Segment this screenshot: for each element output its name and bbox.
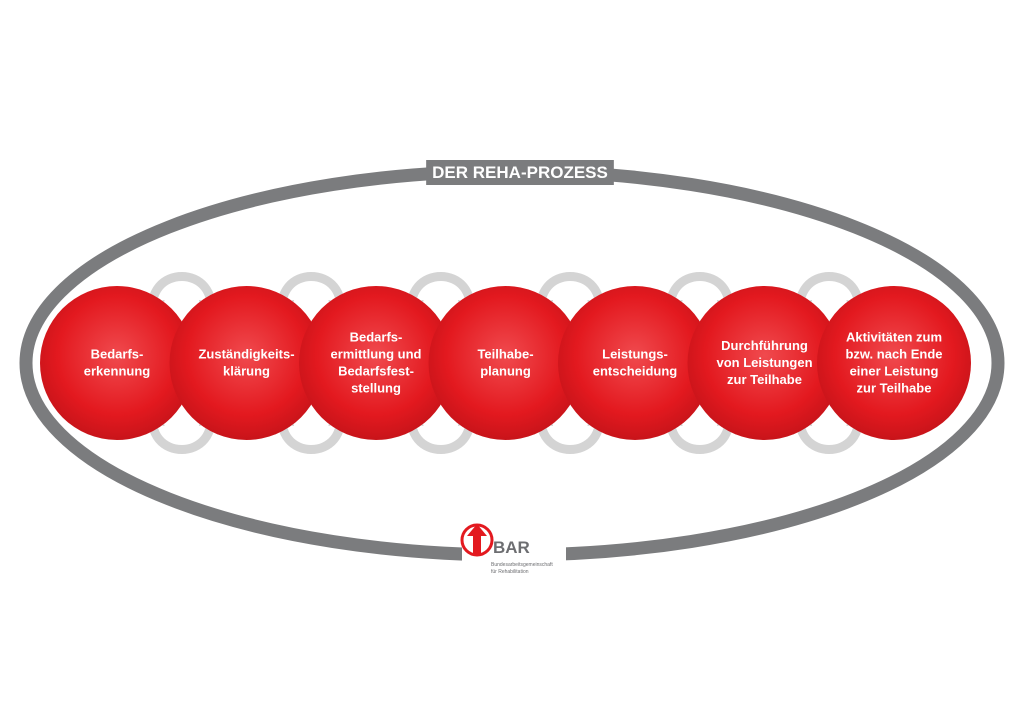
bar-logo-name: BAR: [493, 538, 530, 557]
process-step: Zuständigkeits-klärung: [169, 286, 324, 440]
step-label-line: erkennung: [84, 364, 151, 379]
step-label-line: Leistungs-: [602, 347, 668, 362]
step-circle: [817, 286, 971, 440]
step-circle: [40, 286, 194, 440]
bar-logo-icon: [460, 523, 494, 557]
step-label-line: entscheidung: [593, 364, 678, 379]
step-circle: [169, 286, 324, 440]
step-label-line: zur Teilhabe: [857, 381, 932, 396]
step-label-line: von Leistungen: [716, 355, 812, 370]
step-label-line: einer Leistung: [850, 364, 939, 379]
step-circle: [558, 286, 712, 440]
step-label-line: bzw. nach Ende: [845, 347, 942, 362]
bar-logo-subtitle-1: Bundesarbeitsgemeinschaft: [491, 562, 553, 568]
step-label-line: stellung: [351, 381, 401, 396]
process-step: Bedarfs-erkennung: [40, 286, 194, 440]
process-step: Aktivitäten zum bzw. nach Ende einer Leist…: [817, 286, 971, 440]
bar-logo-subtitle-2: für Rehabilitation: [491, 569, 529, 575]
title-band: [426, 160, 614, 185]
process-step: Leistungs-entscheidung: [558, 286, 712, 440]
diagram-title: DER REHA-PROZESS: [432, 163, 608, 182]
step-circle: [687, 286, 842, 440]
step-label-line: Aktivitäten zum: [846, 330, 942, 345]
bar-logo: BAR Bundesarbeitsgemeinschaft für Rehabi…: [460, 523, 553, 575]
step-label-line: planung: [480, 364, 531, 379]
process-step: Bedarfs-ermittlung undBedarfsfest-stellu…: [299, 286, 453, 440]
step-label-line: Bedarfs-: [91, 347, 144, 362]
step-label-line: Zuständigkeits-: [198, 347, 294, 362]
process-step: Durchführung von Leistungen zur Teilhabe: [687, 286, 842, 440]
process-step: Teilhabe-planung: [428, 286, 583, 440]
step-label-line: klärung: [223, 364, 270, 379]
step-label-line: Durchführung: [721, 338, 808, 353]
step-label-line: Bedarfsfest-: [338, 364, 414, 379]
step-circle: [299, 286, 453, 440]
step-label-line: ermittlung und: [331, 347, 422, 362]
step-label-line: Teilhabe-: [477, 347, 533, 362]
process-steps: Bedarfs-erkennungZuständigkeits-klärungB…: [40, 286, 971, 440]
step-circle: [428, 286, 583, 440]
step-label-line: zur Teilhabe: [727, 372, 802, 387]
step-label-line: Bedarfs-: [350, 330, 403, 345]
